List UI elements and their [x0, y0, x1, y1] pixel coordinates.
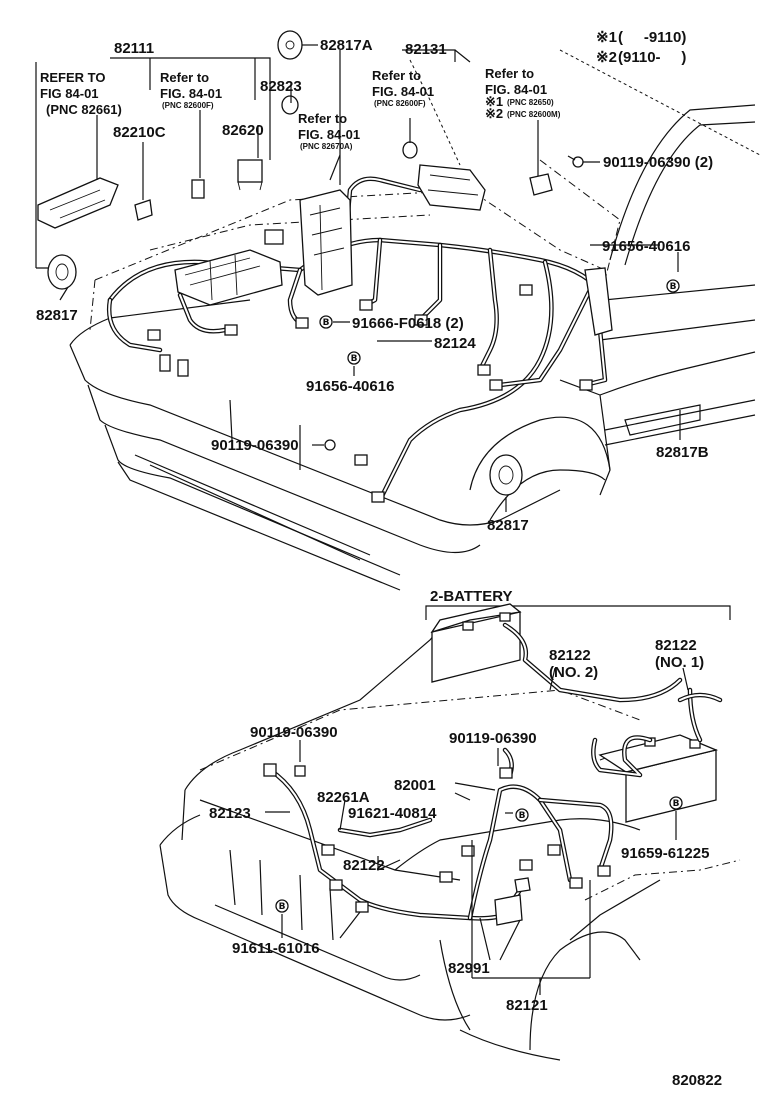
refer-e-mark2: ※2: [485, 106, 503, 121]
legend-mark-2: ※2: [596, 49, 617, 66]
upper-engine-bay-drawing: B B B: [35, 30, 760, 591]
part-82123: 82123: [209, 805, 251, 822]
legend-range-2: (9110- ): [618, 49, 686, 66]
part-91666-F0618: 91666-F0618 (2): [352, 315, 464, 332]
refer-b-line2: FIG. 84-01: [160, 86, 222, 101]
svg-text:B: B: [670, 282, 677, 292]
bracket-right: [584, 267, 613, 336]
connector-refer-d: [402, 141, 418, 159]
part-82210C: 82210C: [113, 124, 166, 141]
svg-text:B: B: [351, 354, 358, 364]
refer-d-line3: (PNC 82600F): [374, 99, 426, 108]
refer-a-line3: (PNC 82661): [46, 102, 122, 117]
lower-connectors: [263, 763, 611, 926]
bolt-marker-b-6: B: [275, 899, 289, 913]
refer-e-mark1: ※1: [485, 94, 503, 109]
part-91656-40616-right: 91656-40616: [602, 238, 690, 255]
part-82817-right: 82817: [487, 517, 529, 534]
svg-text:B: B: [323, 318, 330, 328]
part-82261A: 82261A: [317, 789, 370, 806]
refer-e-line2: FIG. 84-01: [485, 82, 547, 97]
refer-d-line2: FIG. 84-01: [372, 84, 434, 99]
refer-note-82661: REFER TO FIG 84-01 (PNC 82661): [40, 70, 122, 117]
refer-a-line2: FIG 84-01: [40, 86, 99, 101]
clip-82817A: [277, 30, 303, 60]
fusible-link-block: [299, 189, 353, 296]
part-82111: 82111: [114, 40, 154, 57]
refer-e-line3b: (PNC 82600M): [507, 110, 561, 119]
refer-b-line1: Refer to: [160, 70, 209, 85]
part-91611-61016: 91611-61016: [232, 940, 320, 957]
refer-note-82600F-right: Refer to FIG. 84-01 (PNC 82600F): [372, 68, 434, 108]
refer-note-82650-82600M: Refer to FIG. 84-01 ※1 (PNC 82650) ※2 (P…: [485, 66, 561, 121]
junction-block-82661: [37, 177, 119, 229]
part-82122-no1-sub: (NO. 1): [655, 654, 704, 671]
svg-text:B: B: [519, 811, 526, 821]
part-82620: 82620: [222, 122, 264, 139]
svg-text:B: B: [279, 902, 286, 912]
bolt-marker-b-1: B: [319, 315, 333, 329]
part-91621-40814: 91621-40814: [348, 805, 437, 822]
part-91659-61225: 91659-61225: [621, 845, 709, 862]
refer-note-82670A: Refer to FIG. 84-01 (PNC 82670A): [298, 111, 360, 151]
bolt-marker-b-4: B: [515, 808, 529, 822]
part-82124: 82124: [434, 335, 476, 352]
part-90119-06390-top: 90119-06390 (2): [603, 154, 713, 171]
legend-range-1: ( -9110): [618, 29, 686, 46]
diagram-number: 820822: [672, 1072, 722, 1089]
part-82817B: 82817B: [656, 444, 709, 461]
battery-section-header: 2-BATTERY: [425, 588, 731, 620]
part-82823: 82823: [260, 78, 302, 95]
lower-part-labels: 82122 (NO. 2) 82122 (NO. 1) 90119-06390 …: [209, 637, 709, 1014]
part-82001: 82001: [394, 777, 436, 794]
refer-b-line3: (PNC 82600F): [162, 101, 214, 110]
connector-82210C: [134, 199, 153, 221]
part-90119-06390-lower-left: 90119-06390: [250, 724, 338, 741]
refer-c-line1: Refer to: [298, 111, 347, 126]
part-90119-06390-mid: 90119-06390: [211, 437, 299, 454]
refer-e-line3a: (PNC 82650): [507, 98, 554, 107]
connector-refer-b: [191, 179, 205, 199]
part-82122-no1: 82122: [655, 637, 697, 654]
part-82817-left: 82817: [36, 307, 78, 324]
refer-c-line3: (PNC 82670A): [300, 142, 353, 151]
relay-block: [174, 229, 284, 306]
part-82817A: 82817A: [320, 37, 373, 54]
connector-82650: [529, 173, 553, 196]
bolt-marker-b-3: B: [666, 279, 680, 293]
connector-82823: [281, 95, 299, 115]
part-91656-40616-mid: 91656-40616: [306, 378, 394, 395]
refer-e-line1: Refer to: [485, 66, 534, 81]
part-82991: 82991: [448, 960, 490, 977]
part-82122-no2: 82122: [549, 647, 591, 664]
clamp-82817-left: [47, 254, 77, 290]
part-82122-no2-sub: (NO. 2): [549, 664, 598, 681]
battery-group-title: 2-BATTERY: [430, 588, 513, 605]
junction-box: [417, 164, 486, 211]
bolt-90119-top: [567, 155, 584, 168]
refer-c-line2: FIG. 84-01: [298, 127, 360, 142]
refer-note-82600F-left: Refer to FIG. 84-01 (PNC 82600F): [160, 70, 222, 110]
bolt-marker-b-2: B: [347, 351, 361, 365]
legend-mark-1: ※1: [596, 29, 617, 46]
refer-a-line1: REFER TO: [40, 70, 106, 85]
part-82121: 82121: [506, 997, 548, 1014]
refer-d-line1: Refer to: [372, 68, 421, 83]
relay-82620: [237, 159, 263, 191]
upper-part-labels: 82111 82817A 82131 82823 82210C 82620 82…: [36, 37, 713, 534]
part-82122-center: 82122: [343, 857, 385, 874]
bolt-90119-mid: [324, 439, 336, 451]
battery-main: [598, 734, 719, 823]
svg-text:B: B: [673, 799, 680, 809]
lower-engine-bay-drawing: B B B: [159, 603, 741, 1061]
bolt-marker-b-5: B: [669, 796, 683, 810]
harness-connectors: [147, 284, 593, 503]
part-82131: 82131: [405, 41, 447, 58]
part-90119-06390-lower-right: 90119-06390: [449, 730, 537, 747]
battery-secondary: [430, 603, 522, 683]
year-legend: ※1 ( -9110) ※2 (9110- ): [596, 29, 686, 66]
clamp-82817-right: [489, 454, 523, 496]
